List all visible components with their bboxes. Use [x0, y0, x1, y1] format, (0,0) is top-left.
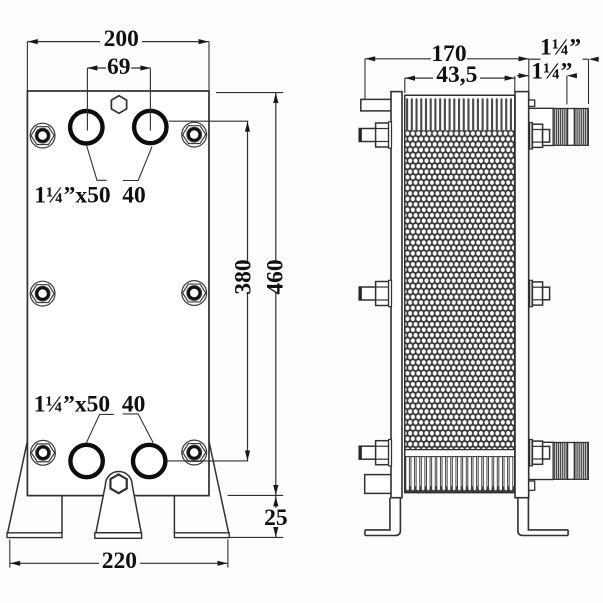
svg-text:1¼”: 1¼” [531, 59, 572, 85]
svg-text:380: 380 [230, 259, 256, 294]
svg-text:1¼”x50: 1¼”x50 [34, 183, 110, 209]
svg-text:200: 200 [104, 26, 139, 52]
svg-text:1¼”x50: 1¼”x50 [34, 392, 110, 418]
svg-text:220: 220 [102, 548, 137, 574]
svg-text:40: 40 [122, 183, 146, 209]
svg-text:1¼”: 1¼” [540, 35, 581, 61]
svg-text:40: 40 [122, 392, 146, 418]
svg-text:170: 170 [431, 41, 466, 67]
svg-text:69: 69 [107, 54, 131, 80]
svg-text:460: 460 [263, 259, 289, 294]
svg-text:25: 25 [264, 505, 288, 531]
svg-text:43,5: 43,5 [436, 62, 477, 88]
